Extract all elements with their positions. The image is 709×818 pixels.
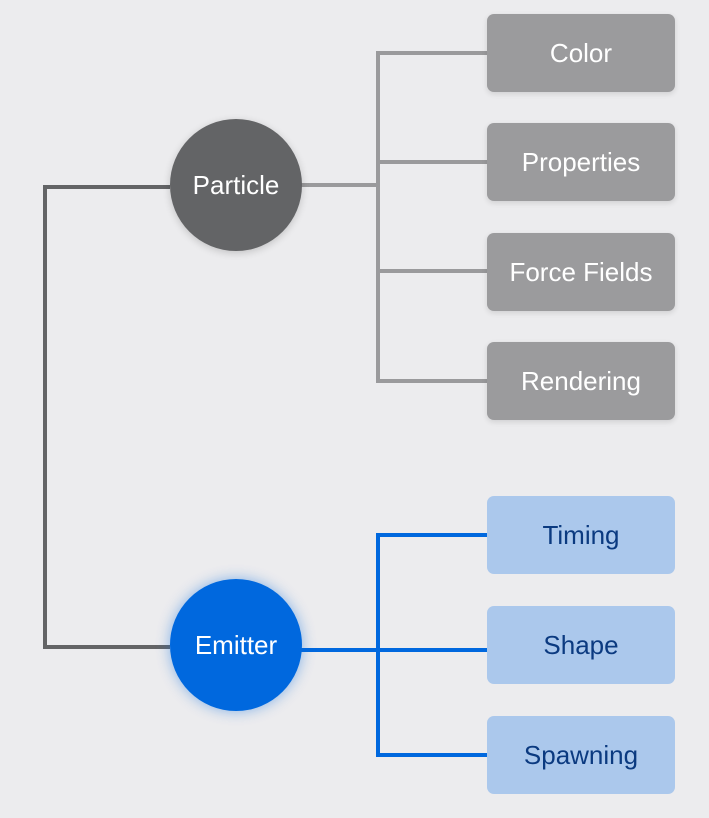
emitter-node[interactable]: Emitter	[170, 579, 302, 711]
node-label: Rendering	[521, 365, 641, 396]
node-properties[interactable]: Properties	[487, 123, 675, 201]
emitter-label: Emitter	[194, 629, 278, 660]
particle-label: Particle	[192, 169, 280, 200]
particle-node[interactable]: Particle	[170, 119, 302, 251]
emitter-connectors	[300, 533, 487, 757]
node-label: Color	[549, 37, 613, 68]
node-color[interactable]: Color	[487, 14, 675, 92]
root-connector	[43, 185, 170, 649]
node-force-fields[interactable]: Force Fields	[487, 233, 675, 311]
particle-connectors	[300, 51, 487, 383]
node-spawning[interactable]: Spawning	[487, 716, 675, 794]
node-label: Spawning	[523, 739, 639, 770]
node-label: Force Fields	[509, 256, 653, 287]
node-label: Timing	[542, 519, 620, 550]
node-rendering[interactable]: Rendering	[487, 342, 675, 420]
node-label: Properties	[521, 146, 641, 177]
node-shape[interactable]: Shape	[487, 606, 675, 684]
node-timing[interactable]: Timing	[487, 496, 675, 574]
node-label: Shape	[543, 629, 619, 660]
